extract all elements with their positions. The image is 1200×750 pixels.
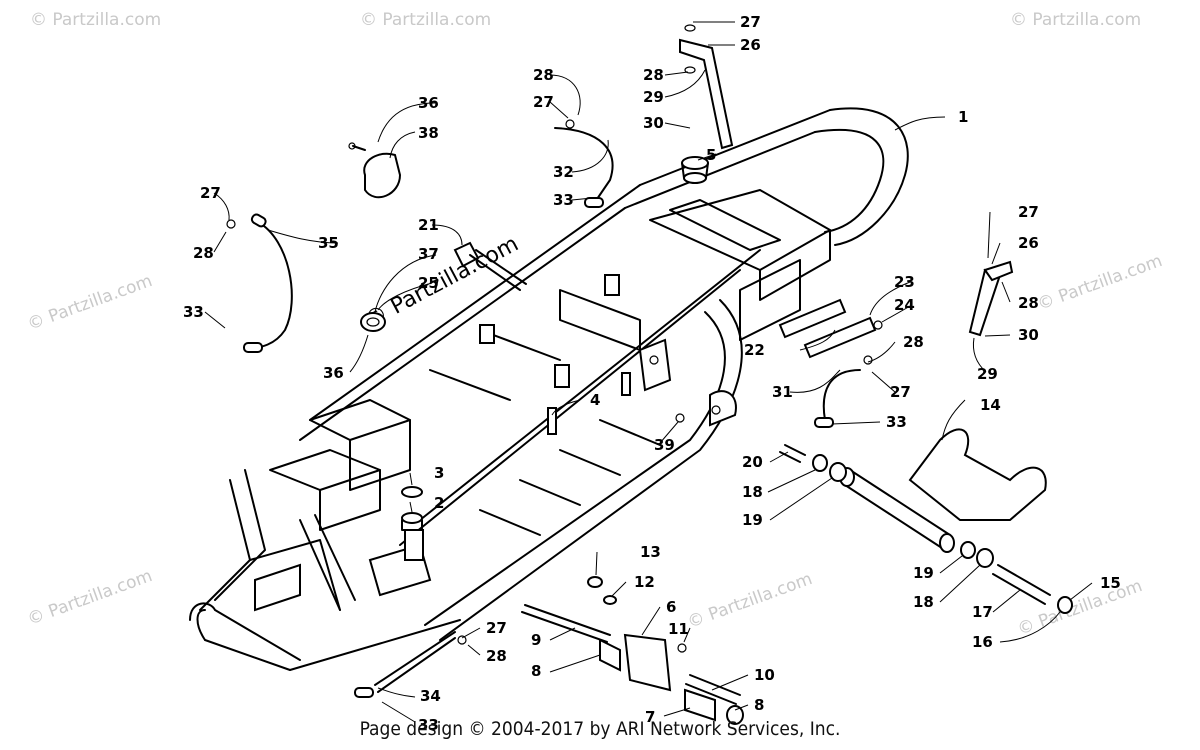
callout-2: 2 bbox=[434, 494, 444, 512]
callout-26a: 26 bbox=[740, 36, 761, 54]
callout-33b: 33 bbox=[183, 303, 204, 321]
watermark: © Partzilla.com bbox=[25, 271, 155, 335]
callout-5: 5 bbox=[706, 146, 716, 164]
watermark: © Partzilla.com bbox=[685, 569, 815, 633]
callout-13: 13 bbox=[640, 543, 661, 561]
callout-7: 7 bbox=[645, 708, 655, 726]
callout-25: 25 bbox=[418, 274, 439, 292]
callout-32: 32 bbox=[553, 163, 574, 181]
callout-22: 22 bbox=[744, 341, 765, 359]
watermark-center: © Partzilla.com bbox=[361, 232, 523, 334]
watermark: © Partzilla.com bbox=[1010, 10, 1141, 30]
callout-23: 23 bbox=[894, 273, 915, 291]
ground-cable-35 bbox=[226, 213, 293, 353]
callout-30a: 30 bbox=[643, 114, 664, 132]
callout-20: 20 bbox=[742, 453, 763, 471]
callout-28e: 28 bbox=[903, 333, 924, 351]
shaft-17-washers bbox=[960, 541, 1073, 614]
callout-38: 38 bbox=[418, 124, 439, 142]
watermark: © Partzilla.com bbox=[1035, 251, 1165, 315]
hinge-6-hardware bbox=[521, 576, 744, 725]
callout-14: 14 bbox=[980, 396, 1001, 414]
callout-39: 39 bbox=[654, 436, 675, 454]
ground-cable-32 bbox=[554, 119, 614, 208]
callout-18b: 18 bbox=[913, 593, 934, 611]
callout-10: 10 bbox=[754, 666, 775, 684]
callout-9: 9 bbox=[531, 631, 541, 649]
watermark: © Partzilla.com bbox=[25, 566, 155, 630]
callout-30b: 30 bbox=[1018, 326, 1039, 344]
bracket-29-right bbox=[968, 260, 1014, 337]
callout-15: 15 bbox=[1100, 574, 1121, 592]
straps-22-23-24 bbox=[778, 298, 883, 359]
callout-33a: 33 bbox=[553, 191, 574, 209]
callout-27b: 27 bbox=[533, 93, 554, 111]
callout-27d: 27 bbox=[1018, 203, 1039, 221]
callouts: 1 2 3 4 5 6 7 8 8 9 10 11 12 13 14 15 16… bbox=[183, 13, 1121, 734]
callout-3: 3 bbox=[434, 464, 444, 482]
callout-28d: 28 bbox=[1018, 294, 1039, 312]
callout-28c: 28 bbox=[193, 244, 214, 262]
callout-33d: 33 bbox=[418, 716, 439, 734]
callout-11: 11 bbox=[668, 620, 689, 638]
callout-28f: 28 bbox=[486, 647, 507, 665]
callout-29a: 29 bbox=[643, 88, 664, 106]
ground-cable-31 bbox=[814, 355, 873, 428]
swing-arm-14 bbox=[839, 428, 1047, 553]
watermarks: © Partzilla.com © Partzilla.com © Partzi… bbox=[25, 10, 1165, 640]
callout-27f: 27 bbox=[486, 619, 507, 637]
callout-36b: 36 bbox=[323, 364, 344, 382]
copyright-footer: Page design © 2004-2017 by ARI Network S… bbox=[359, 718, 841, 740]
callout-19a: 19 bbox=[742, 511, 763, 529]
callout-19b: 19 bbox=[913, 564, 934, 582]
bolt-21 bbox=[453, 241, 527, 291]
callout-37: 37 bbox=[418, 245, 439, 263]
callout-27a: 27 bbox=[740, 13, 761, 31]
callout-36a: 36 bbox=[418, 94, 439, 112]
bushings-2-3 bbox=[401, 486, 423, 531]
callout-18a: 18 bbox=[742, 483, 763, 501]
callout-1: 1 bbox=[958, 108, 968, 126]
callout-33c: 33 bbox=[886, 413, 907, 431]
callout-16: 16 bbox=[972, 633, 993, 651]
callout-4: 4 bbox=[590, 391, 600, 409]
callout-26b: 26 bbox=[1018, 234, 1039, 252]
callout-28b: 28 bbox=[533, 66, 554, 84]
callout-28a: 28 bbox=[643, 66, 664, 84]
callout-27c: 27 bbox=[200, 184, 221, 202]
callout-8b: 8 bbox=[754, 696, 764, 714]
ground-cable-34 bbox=[354, 631, 467, 698]
shaft-20-washers bbox=[779, 444, 847, 482]
callout-29b: 29 bbox=[977, 365, 998, 383]
callout-21: 21 bbox=[418, 216, 439, 234]
clamp-37-25 bbox=[360, 312, 386, 332]
callout-35: 35 bbox=[318, 234, 339, 252]
callout-34: 34 bbox=[420, 687, 441, 705]
callout-6: 6 bbox=[666, 598, 676, 616]
watermark: © Partzilla.com bbox=[30, 10, 161, 30]
callout-24: 24 bbox=[894, 296, 915, 314]
screw-39 bbox=[675, 413, 685, 423]
callout-27e: 27 bbox=[890, 383, 911, 401]
callout-31: 31 bbox=[772, 383, 793, 401]
bumper-5 bbox=[681, 156, 709, 184]
guard-38 bbox=[348, 142, 402, 199]
pins-4 bbox=[547, 372, 631, 435]
bracket-29-top bbox=[679, 24, 734, 150]
callout-12: 12 bbox=[634, 573, 655, 591]
watermark: © Partzilla.com bbox=[360, 10, 491, 30]
leader-lines bbox=[204, 21, 1093, 723]
callout-8a: 8 bbox=[531, 662, 541, 680]
callout-17: 17 bbox=[972, 603, 993, 621]
frame-assembly bbox=[189, 107, 909, 671]
